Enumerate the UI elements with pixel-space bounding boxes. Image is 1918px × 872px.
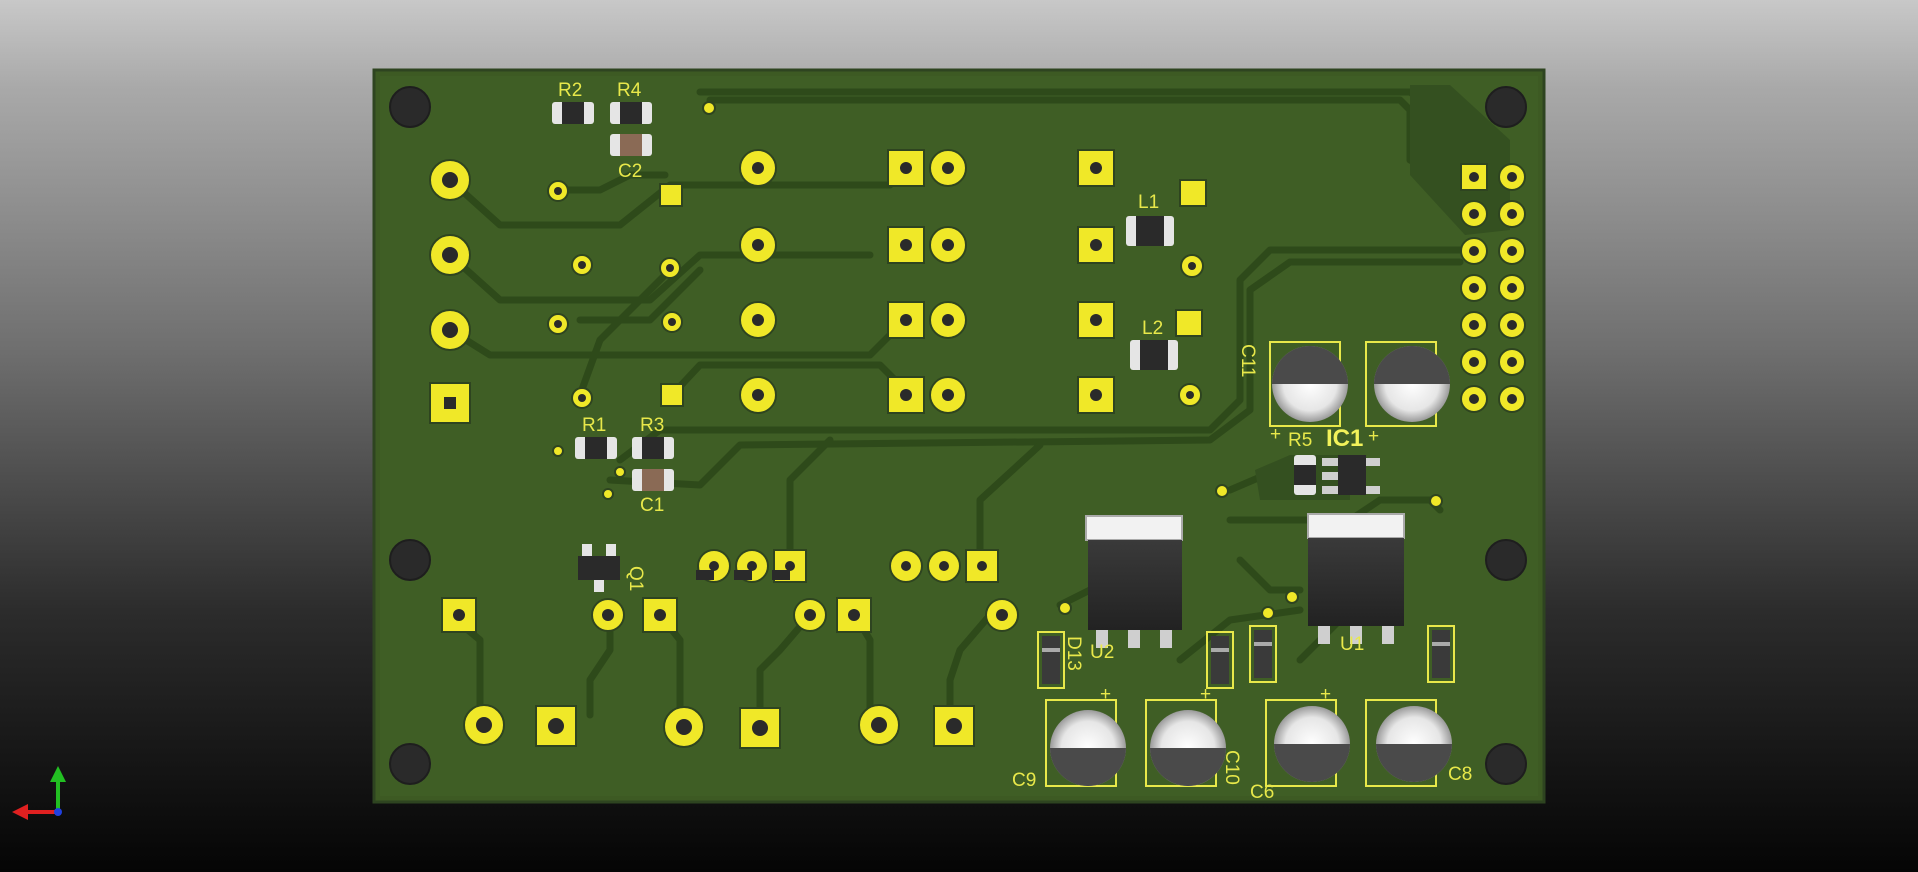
plus-mark-c11: + xyxy=(1270,424,1281,445)
label-C6: C6 xyxy=(1250,782,1274,803)
inductor-L1 xyxy=(1126,216,1174,246)
regulator-U2 xyxy=(1085,515,1183,648)
label-Q1: Q1 xyxy=(625,566,646,591)
mounting-holes xyxy=(389,86,1527,785)
resistor-R3 xyxy=(632,437,674,459)
round-pads xyxy=(429,149,1019,748)
to92-leads xyxy=(696,570,790,580)
xyz-axis-icon xyxy=(12,766,66,820)
plus-mark-c7: + xyxy=(1368,426,1379,447)
capacitor-C2 xyxy=(610,134,652,156)
label-C11: C11 xyxy=(1237,344,1258,377)
label-U2: U2 xyxy=(1090,642,1114,663)
label-L2: L2 xyxy=(1142,318,1163,339)
cap-C11 xyxy=(1269,341,1348,427)
transistor-Q1 xyxy=(578,544,620,592)
pad-drills xyxy=(442,162,1102,736)
smd-passives xyxy=(552,102,1178,491)
plus-mark-c6: + xyxy=(1320,684,1331,705)
plus-mark-c9: + xyxy=(1100,684,1111,705)
cap-C9 xyxy=(1045,699,1126,787)
label-R2: R2 xyxy=(558,80,582,101)
via-drills xyxy=(554,187,1196,402)
plus-mark-c10: + xyxy=(1200,684,1211,705)
resistor-R2 xyxy=(552,102,594,124)
inductor-L2 xyxy=(1130,340,1178,370)
label-IC1: IC1 xyxy=(1326,425,1363,452)
label-R4: R4 xyxy=(617,80,642,101)
label-C10: C10 xyxy=(1221,750,1242,785)
cap-C7 xyxy=(1365,341,1450,427)
silkscreen-labels: R2 R4 C2 R1 R3 C1 L1 L2 Q1 U2 U1 IC1 R5 … xyxy=(558,80,1472,803)
smd-diodes xyxy=(1037,625,1455,689)
label-R3: R3 xyxy=(640,415,664,436)
label-C2: C2 xyxy=(618,161,642,182)
label-R5: R5 xyxy=(1288,430,1312,451)
cap-C8 xyxy=(1365,699,1452,787)
pcb-board xyxy=(372,68,1546,804)
regulator-U1 xyxy=(1307,513,1405,644)
label-U1: U1 xyxy=(1340,634,1364,655)
label-C1: C1 xyxy=(640,495,664,516)
resistor-R4 xyxy=(610,102,652,124)
cap-C10 xyxy=(1145,699,1226,787)
label-C8: C8 xyxy=(1448,764,1472,785)
electrolytic-caps xyxy=(1045,341,1452,787)
ic-IC1 xyxy=(1294,455,1380,495)
label-C9: C9 xyxy=(1012,770,1036,791)
cap-C6 xyxy=(1265,699,1350,787)
capacitor-C1 xyxy=(632,469,674,491)
pin-header xyxy=(1460,163,1526,413)
resistor-R1 xyxy=(575,437,617,459)
label-L1: L1 xyxy=(1138,192,1159,213)
label-R1: R1 xyxy=(582,415,606,436)
label-D13: D13 xyxy=(1063,636,1084,671)
